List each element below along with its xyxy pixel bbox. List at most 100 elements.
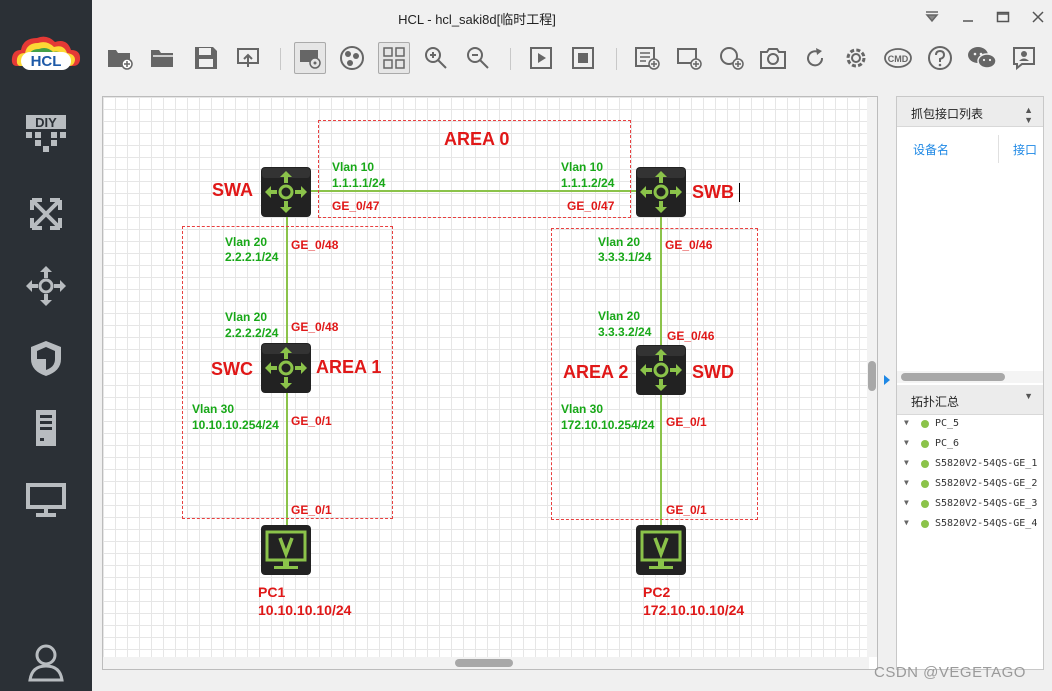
expand-icon[interactable]: ▼ [904, 478, 909, 487]
grid-icon[interactable] [378, 42, 410, 74]
swd-ge1-label: GE_0/1 [666, 415, 707, 429]
swb-vlan20-label: Vlan 20 [598, 235, 641, 249]
swc-vlan20-ip-label: 2.2.2.2/24 [225, 326, 279, 340]
horizontal-scroll-thumb[interactable] [455, 659, 513, 667]
device-name-swb: SWB [692, 182, 734, 202]
capture-table-header: 设备名 接口 [897, 135, 1043, 163]
swc-ge48-label: GE_0/48 [291, 320, 339, 334]
status-dot-icon [921, 520, 929, 528]
diy-icon[interactable]: DIY [21, 110, 71, 154]
collapse-icon[interactable]: ▲▼ [1024, 105, 1033, 125]
expand-icon[interactable]: ▼ [904, 518, 909, 527]
capture-horizontal-scrollbar[interactable] [897, 371, 1043, 383]
close-icon[interactable] [1028, 7, 1048, 27]
status-dot-icon [921, 480, 929, 488]
pc-pc2[interactable] [636, 525, 686, 575]
open-project-icon[interactable] [147, 42, 179, 74]
list-item[interactable]: ▼S5820V2-54QS-GE_3 [904, 498, 1038, 509]
swb-ge46-label: GE_0/46 [665, 238, 713, 252]
swd-vlan30-ip-label: 172.10.10.254/24 [561, 418, 655, 432]
svg-text:HCL: HCL [31, 53, 62, 70]
text-cursor [739, 183, 740, 202]
settings-icon[interactable] [840, 42, 872, 74]
stop-all-icon[interactable] [567, 42, 599, 74]
help-icon[interactable] [924, 42, 956, 74]
expand-icon[interactable]: ▼ [904, 438, 909, 447]
list-item[interactable]: ▼S5820V2-54QS-GE_2 [904, 478, 1038, 489]
list-item[interactable]: ▼S5820V2-54QS-GE_4 [904, 518, 1038, 529]
switch-swc[interactable] [261, 343, 311, 393]
pc2-ge1-label: GE_0/1 [666, 503, 707, 517]
switch-swb[interactable] [636, 167, 686, 217]
list-item[interactable]: ▼S5820V2-54QS-GE_1 [904, 458, 1038, 469]
cmd-icon[interactable]: CMD [882, 42, 914, 74]
terminal-icon[interactable] [21, 478, 71, 522]
minimize-icon[interactable] [958, 7, 978, 27]
switch-swd[interactable] [636, 345, 686, 395]
svg-text:CMD: CMD [888, 54, 909, 64]
canvas-vertical-scrollbar[interactable] [867, 97, 877, 657]
status-dot-icon [921, 500, 929, 508]
list-item[interactable]: ▼PC_5 [904, 418, 960, 429]
swa-port-label: GE_0/47 [332, 199, 380, 213]
save-icon[interactable] [190, 42, 222, 74]
toolbar-separator [280, 48, 281, 70]
screenshot-icon[interactable] [757, 42, 789, 74]
pc-pc1[interactable] [261, 525, 311, 575]
firewall-icon[interactable] [21, 336, 71, 380]
swb-vlan20-ip-label: 3.3.3.1/24 [598, 250, 652, 264]
new-project-icon[interactable] [104, 42, 136, 74]
area-0-label: AREA 0 [444, 129, 510, 149]
column-device-name[interactable]: 设备名 [913, 143, 950, 157]
topology-canvas-frame: AREA 0 AREA 1 AREA 2 SWA SWB SWC SWD PC1… [102, 96, 878, 670]
swc-vlan30-ip-label: 10.10.10.254/24 [192, 418, 279, 432]
capture-interface-header[interactable]: 抓包接口列表 ▲▼ [897, 97, 1043, 127]
list-item[interactable]: ▼PC_6 [904, 438, 960, 449]
device-name-swa: SWA [212, 180, 254, 200]
swc-vlan30-label: Vlan 30 [192, 402, 235, 416]
text-note-icon[interactable] [631, 42, 663, 74]
hcl-logo: HCL [9, 30, 83, 74]
refresh-icon[interactable] [799, 42, 831, 74]
show-labels-icon[interactable] [294, 42, 326, 74]
expand-icon[interactable]: ▼ [904, 418, 909, 427]
area-1-box[interactable] [182, 226, 393, 519]
vertical-scroll-thumb[interactable] [868, 361, 876, 391]
swd-ge46-label: GE_0/46 [667, 329, 715, 343]
area-0-box[interactable] [318, 120, 631, 218]
topology-icon[interactable] [336, 42, 368, 74]
area-2-box[interactable] [551, 228, 758, 520]
start-all-icon[interactable] [525, 42, 557, 74]
expand-icon[interactable]: ▼ [904, 498, 909, 507]
topology-summary-title: 拓扑汇总 [911, 395, 960, 409]
capture-scroll-thumb[interactable] [901, 373, 1005, 381]
column-interface[interactable]: 接口 [1013, 143, 1038, 157]
switch-swa[interactable] [261, 167, 311, 217]
swb-ip-label: 1.1.1.2/24 [561, 176, 615, 190]
server-icon[interactable] [21, 406, 71, 450]
wechat-icon[interactable] [966, 42, 998, 74]
add-rect-icon[interactable] [673, 42, 705, 74]
expand-panel-arrow-icon[interactable] [884, 375, 890, 385]
zoom-in-icon[interactable] [420, 42, 452, 74]
menu-dropdown-icon[interactable] [922, 7, 942, 27]
maximize-icon[interactable] [993, 7, 1013, 27]
area-1-label: AREA 1 [316, 357, 382, 377]
swd-vlan20-ip-label: 3.3.3.2/24 [598, 325, 652, 339]
feedback-icon[interactable] [1008, 42, 1040, 74]
expand-icon[interactable]: ▼ [904, 458, 909, 467]
user-icon[interactable] [21, 640, 71, 684]
canvas-horizontal-scrollbar[interactable] [103, 657, 869, 669]
swa-vlan-label: Vlan 10 [332, 160, 375, 174]
topology-canvas[interactable]: AREA 0 AREA 1 AREA 2 SWA SWB SWC SWD PC1… [103, 97, 869, 657]
topology-summary-list: ▼PC_5 ▼PC_6 ▼S5820V2-54QS-GE_1 ▼S5820V2-… [897, 415, 1043, 535]
router-icon[interactable] [21, 264, 71, 308]
topology-summary-header[interactable]: 拓扑汇总 ▼ [897, 385, 1043, 415]
pc2-ip-label: 172.10.10.10/24 [643, 602, 745, 618]
add-ellipse-icon[interactable] [715, 42, 747, 74]
swa-vlan20-label: Vlan 20 [225, 235, 268, 249]
zoom-out-icon[interactable] [462, 42, 494, 74]
dropdown-icon[interactable]: ▼ [1024, 391, 1033, 401]
export-icon[interactable] [232, 42, 264, 74]
network-icon[interactable] [21, 192, 71, 236]
